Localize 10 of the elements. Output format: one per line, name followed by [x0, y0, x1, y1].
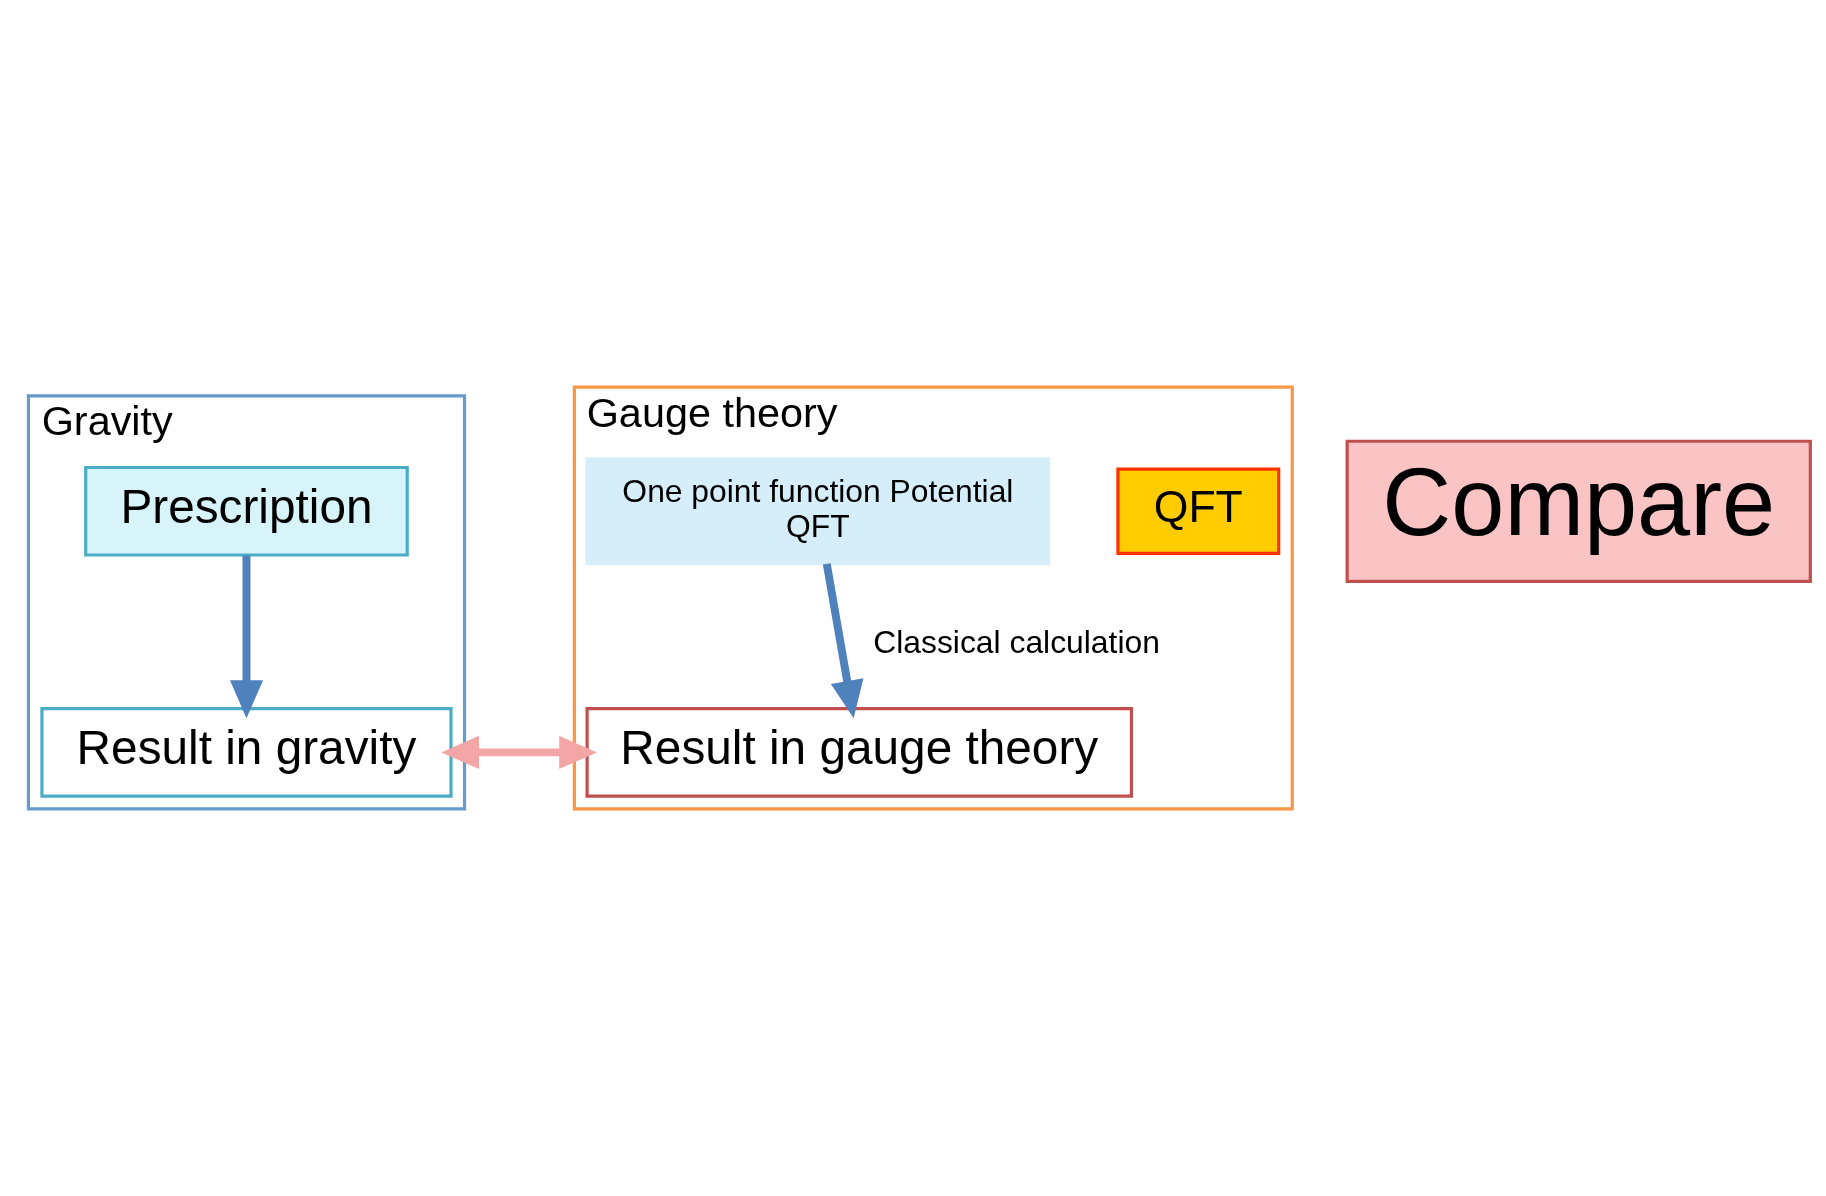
node-box: Prescription [84, 465, 409, 557]
node-box: QFT [1116, 467, 1281, 555]
edge-label: Classical calculation [873, 623, 1160, 660]
arrow [822, 563, 864, 719]
arrow [229, 555, 263, 719]
node-box: Compare [1345, 439, 1812, 583]
node-box: One point function Potential QFT [585, 457, 1051, 566]
node-box: Result in gravity [40, 707, 453, 798]
arrow [441, 735, 597, 769]
node-box: Result in gauge theory [585, 707, 1134, 798]
